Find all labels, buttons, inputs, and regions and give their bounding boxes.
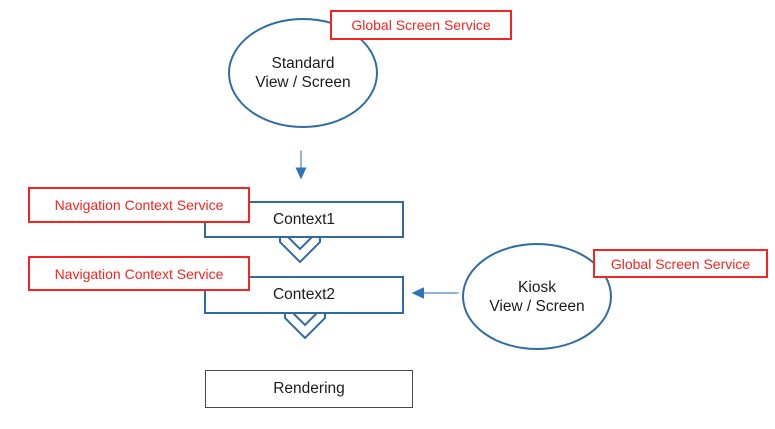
kiosk-view-screen-label-line1: Kiosk [518,278,556,296]
kiosk-view-screen-ellipse: Kiosk View / Screen [462,243,612,350]
standard-view-screen-label-line2: View / Screen [255,74,351,91]
navigation-context-service-annotation-2: Navigation Context Service [28,256,250,291]
navigation-context-service-1-label: Navigation Context Service [54,197,224,213]
chevron-down-arrow-2 [284,312,326,340]
global-screen-service-right-label: Global Screen Service [610,255,751,272]
global-screen-service-top-label: Global Screen Service [351,17,491,33]
global-screen-service-annotation-right: Global Screen Service [593,249,768,278]
left-arrow [411,287,459,299]
rendering-box: Rendering [205,370,413,408]
kiosk-view-screen-label-line2: View / Screen [489,297,585,315]
down-arrow [295,150,307,180]
navigation-context-service-2-label: Navigation Context Service [54,265,224,282]
navigation-context-service-annotation-1: Navigation Context Service [28,187,250,223]
global-screen-service-annotation-top: Global Screen Service [330,10,512,40]
context2-label: Context2 [272,286,336,303]
standard-view-screen-label-line1: Standard [271,55,335,72]
rendering-label: Rendering [273,380,345,397]
chevron-down-arrow-1 [279,236,321,264]
context1-label: Context1 [272,210,336,228]
